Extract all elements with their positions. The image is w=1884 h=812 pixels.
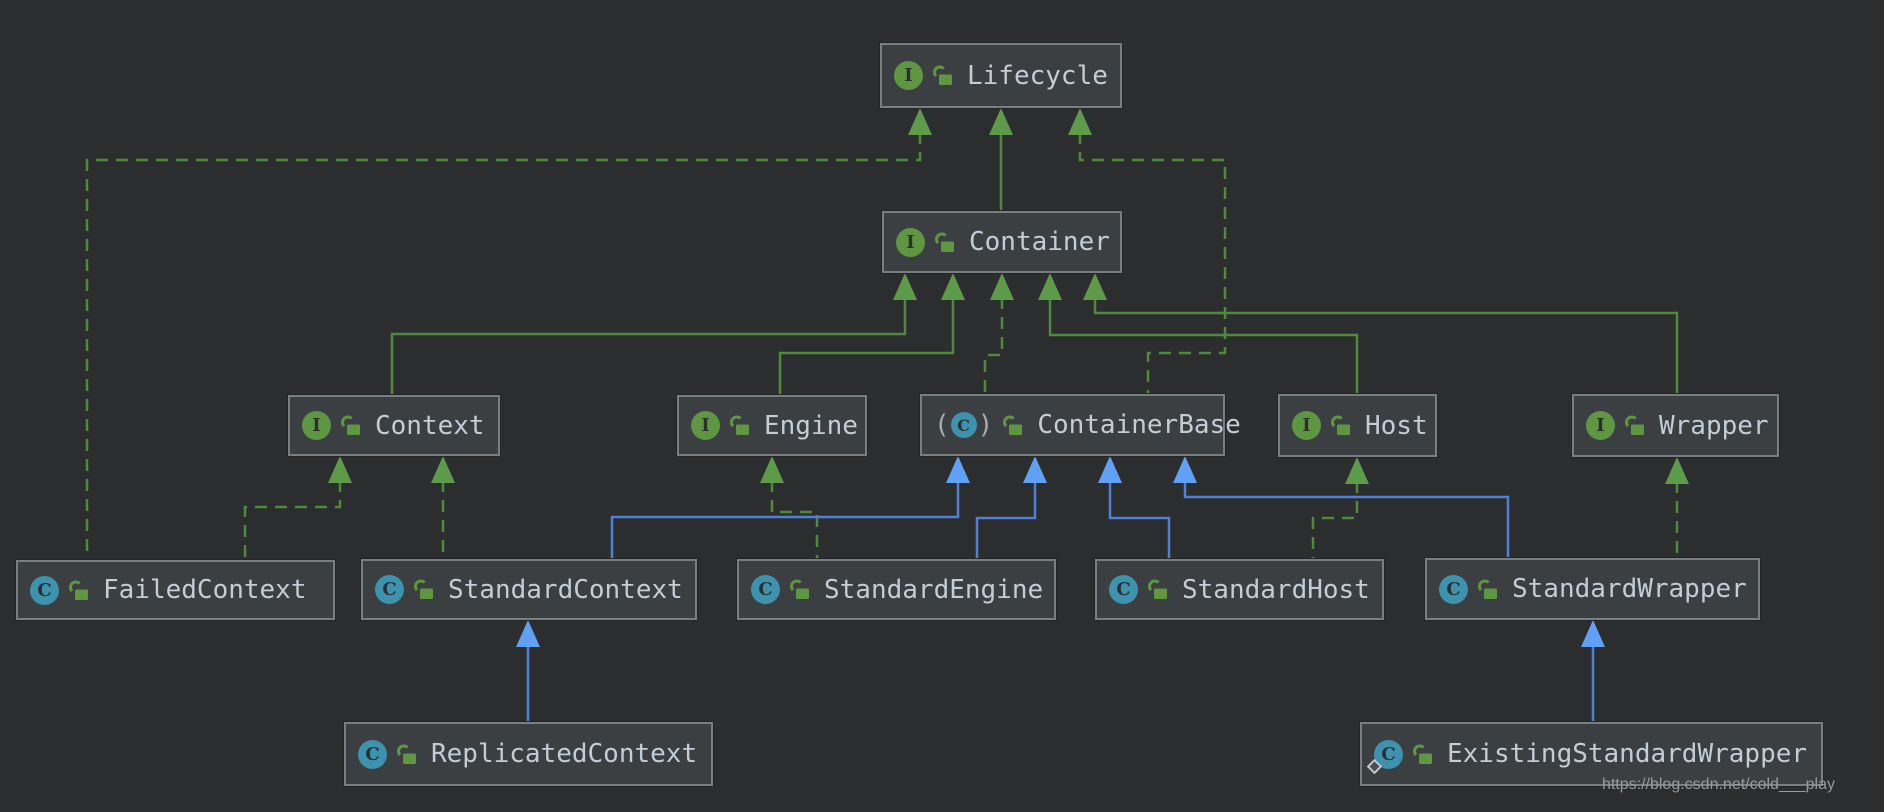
interface-icon: I	[1292, 411, 1321, 440]
class-node-container[interactable]: I Container	[882, 211, 1122, 273]
edge-existingstandardwrapper-to-standardwrapper	[1581, 620, 1605, 722]
edge-standardengine-to-engine	[760, 456, 819, 559]
class-node-failedcontext[interactable]: C FailedContext	[16, 560, 335, 620]
unlocked-padlock-icon	[1625, 415, 1644, 435]
unlocked-padlock-icon	[1148, 579, 1167, 599]
class-icon: C	[375, 575, 404, 604]
class-name-label: Container	[969, 227, 1110, 257]
class-name-label: Engine	[764, 410, 858, 441]
class-name-label: StandardEngine	[824, 574, 1044, 605]
edge-failedcontext-to-context	[243, 456, 352, 560]
unlocked-padlock-icon	[790, 579, 809, 599]
edge-standardwrapper-to-containerbase	[1173, 456, 1510, 558]
arrowhead-up-icon	[1023, 456, 1047, 483]
edge-container-to-lifecycle	[989, 108, 1013, 211]
unlocked-padlock-icon	[397, 744, 416, 764]
edge-standardhost-to-host	[1311, 457, 1369, 559]
unlocked-padlock-icon	[69, 580, 88, 600]
class-name-label: ReplicatedContext	[431, 739, 698, 769]
edge-standardengine-to-containerbase	[975, 456, 1047, 559]
class-node-engine[interactable]: I Engine	[677, 395, 867, 456]
class-node-standardwrapper[interactable]: C StandardWrapper	[1425, 558, 1760, 620]
class-icon: C	[1109, 575, 1138, 604]
arrowhead-up-icon	[516, 620, 540, 647]
class-name-label: FailedContext	[103, 575, 307, 605]
arrowhead-up-icon	[1173, 456, 1197, 483]
class-icon: C	[751, 575, 780, 604]
edge-containerbase-to-container	[983, 273, 1014, 394]
edge-replicatedcontext-to-standardcontext	[516, 620, 540, 722]
arrowhead-up-icon	[946, 456, 970, 483]
class-name-label: StandardWrapper	[1512, 574, 1747, 604]
class-name-label: Context	[375, 410, 485, 441]
edge-context-to-container	[390, 273, 917, 395]
arrowhead-up-icon	[760, 456, 784, 483]
class-node-host[interactable]: I Host	[1278, 394, 1437, 457]
arrowhead-up-icon	[893, 273, 917, 300]
class-name-label: StandardContext	[448, 574, 683, 605]
arrowhead-up-icon	[1068, 108, 1092, 135]
unlocked-padlock-icon	[1478, 579, 1497, 599]
edge-host-to-container	[1038, 273, 1359, 394]
key-diamond-icon	[1366, 758, 1383, 774]
class-name-label: ExistingStandardWrapper	[1447, 739, 1808, 769]
interface-icon: I	[691, 411, 720, 440]
arrowhead-up-icon	[990, 273, 1014, 300]
unlocked-padlock-icon	[1413, 744, 1432, 764]
arrowhead-up-icon	[1083, 273, 1107, 300]
edge-standardcontext-to-containerbase	[610, 456, 970, 559]
unlocked-padlock-icon	[341, 415, 360, 435]
class-node-containerbase[interactable]: ( C ) ContainerBase	[920, 394, 1241, 456]
class-node-lifecycle[interactable]: I Lifecycle	[880, 43, 1122, 108]
arrowhead-up-icon	[941, 273, 965, 300]
watermark-url: https://blog.csdn.net/cold___play	[1601, 776, 1835, 793]
class-icon: C	[30, 575, 59, 605]
unlocked-padlock-icon	[1003, 415, 1023, 435]
arrowhead-up-icon	[1345, 457, 1369, 484]
interface-icon: I	[896, 227, 925, 257]
class-node-context[interactable]: I Context	[288, 395, 500, 456]
edge-engine-to-container	[778, 273, 965, 395]
class-node-standardhost[interactable]: C StandardHost	[1095, 559, 1384, 620]
class-name-label: Host	[1365, 410, 1428, 441]
arrowhead-up-icon	[1581, 620, 1605, 647]
edge-standardhost-to-containerbase	[1098, 456, 1171, 559]
class-node-replicatedcontext[interactable]: C ReplicatedContext	[344, 722, 713, 786]
edge-containerbase-to-lifecycle	[1068, 108, 1227, 394]
unlocked-padlock-icon	[414, 579, 433, 599]
arrowhead-up-icon	[328, 456, 352, 483]
interface-icon: I	[1586, 411, 1615, 440]
arrowhead-up-icon	[431, 456, 455, 483]
class-name-label: Wrapper	[1659, 410, 1769, 441]
class-name-label: StandardHost	[1182, 574, 1370, 605]
interface-icon: I	[302, 411, 331, 440]
arrowhead-up-icon	[989, 108, 1013, 135]
arrowhead-up-icon	[1098, 456, 1122, 483]
class-node-existingstandardwrapper[interactable]: C ExistingStandardWrapper	[1360, 722, 1823, 786]
class-node-standardcontext[interactable]: C StandardContext	[361, 559, 697, 620]
edge-wrapper-to-container	[1083, 273, 1679, 394]
edge-standardwrapper-to-wrapper	[1665, 457, 1689, 558]
class-with-key-icon: C	[1366, 739, 1403, 774]
edge-standardcontext-to-context	[431, 456, 455, 559]
unlocked-padlock-icon	[730, 415, 749, 435]
class-icon: C	[1439, 574, 1468, 604]
unlocked-padlock-icon	[1331, 415, 1350, 435]
class-name-label: Lifecycle	[967, 60, 1108, 91]
arrowhead-up-icon	[1038, 273, 1062, 300]
class-name-label: ContainerBase	[1037, 410, 1241, 440]
abstract-class-icon: ( C )	[934, 409, 994, 440]
interface-icon: I	[894, 61, 923, 90]
arrowhead-up-icon	[908, 108, 932, 135]
arrowhead-up-icon	[1665, 457, 1689, 484]
edge-failedcontext-to-lifecycle	[85, 108, 932, 560]
unlocked-padlock-icon	[933, 65, 952, 85]
class-icon: C	[358, 739, 387, 769]
unlocked-padlock-icon	[935, 232, 954, 252]
class-node-wrapper[interactable]: I Wrapper	[1572, 394, 1779, 457]
class-node-standardengine[interactable]: C StandardEngine	[737, 559, 1056, 620]
